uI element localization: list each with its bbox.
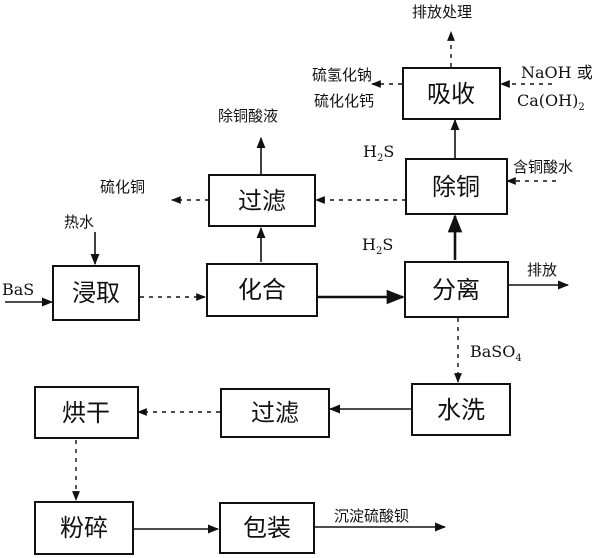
label-h2s-mid-h: H	[362, 235, 376, 254]
label-copper-removal-liquid: 除铜酸液	[218, 107, 278, 125]
box-combine: 化合	[206, 263, 318, 317]
label-caoh2: Ca(OH)2	[517, 91, 585, 113]
label-precipitated-baso4: 沉淀硫酸钡	[334, 507, 409, 525]
box-pack-label: 包装	[243, 514, 291, 542]
label-baso4-sub: 4	[515, 353, 521, 364]
box-separate-label: 分离	[432, 276, 480, 304]
box-decopper-label: 除铜	[432, 173, 480, 201]
label-copper-acid-water: 含铜酸水	[513, 158, 573, 176]
label-hot-water: 热水	[64, 213, 94, 231]
label-h2s-mid-s: S	[382, 235, 393, 254]
label-h2s-mid: H2S	[362, 235, 393, 257]
box-dry-label: 烘干	[62, 399, 110, 427]
box-filter-top: 过滤	[208, 174, 316, 227]
label-calcium-sulfide: 硫化化钙	[314, 92, 374, 110]
box-dry: 烘干	[34, 386, 139, 439]
label-caoh2-sub: 2	[578, 102, 584, 113]
box-pack: 包装	[219, 502, 315, 554]
label-bas: BaS	[2, 280, 34, 299]
label-h2s-top-s: S	[383, 142, 394, 161]
label-discharge: 排放	[527, 261, 557, 279]
label-sodium-hydrosulfide: 硫氢化钠	[312, 66, 372, 84]
label-baso4: BaSO4	[470, 342, 522, 364]
box-absorb-label: 吸收	[427, 80, 475, 108]
box-separate: 分离	[404, 261, 509, 318]
box-decopper: 除铜	[405, 158, 508, 215]
label-baso4-main: BaSO	[470, 342, 515, 361]
box-wash-label: 水洗	[437, 396, 485, 424]
label-h2s-top-sub: 2	[377, 153, 383, 164]
box-filter-bottom: 过滤	[220, 388, 330, 438]
box-wash: 水洗	[411, 383, 511, 436]
box-combine-label: 化合	[238, 276, 286, 304]
box-filter-bottom-label: 过滤	[251, 399, 299, 427]
label-h2s-mid-sub: 2	[376, 246, 382, 257]
box-leach: 浸取	[52, 265, 140, 321]
label-discharge-treatment: 排放处理	[412, 3, 472, 21]
box-absorb: 吸收	[402, 67, 501, 120]
label-copper-sulfide: 硫化铜	[100, 178, 145, 196]
box-crush-label: 粉碎	[60, 514, 108, 542]
label-naoh: NaOH 或	[521, 63, 593, 82]
box-filter-top-label: 过滤	[238, 187, 286, 215]
box-leach-label: 浸取	[72, 279, 120, 307]
label-caoh2-main: Ca(OH)	[517, 91, 578, 110]
box-crush: 粉碎	[34, 501, 134, 555]
label-h2s-top: H2S	[363, 142, 394, 164]
label-h2s-top-h: H	[363, 142, 377, 161]
